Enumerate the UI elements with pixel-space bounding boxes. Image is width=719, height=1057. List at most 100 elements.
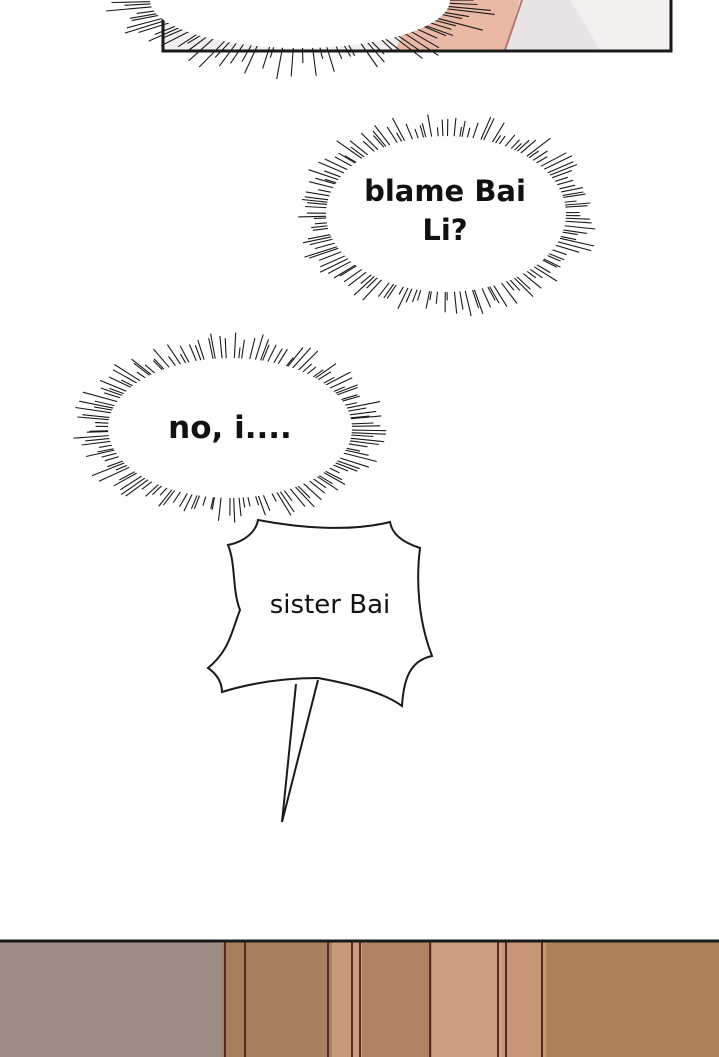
burst-line xyxy=(308,169,343,182)
top-panel xyxy=(106,0,673,80)
burst-line xyxy=(380,38,396,53)
burst-line xyxy=(345,439,379,446)
speech-bubble-tail xyxy=(281,679,319,823)
burst-line xyxy=(405,123,414,142)
burst-core-no xyxy=(108,358,352,498)
burst-line xyxy=(377,279,392,298)
burst-line xyxy=(313,363,337,380)
burst-line xyxy=(333,263,358,279)
burst-line xyxy=(552,239,592,252)
burst-line xyxy=(338,152,359,166)
burst-line xyxy=(520,270,542,289)
burst-line xyxy=(91,461,128,477)
burst-line xyxy=(124,3,155,6)
burst-line xyxy=(321,470,346,485)
burst-line xyxy=(284,347,304,370)
top-panel-border xyxy=(161,0,673,53)
burst-line xyxy=(292,483,315,508)
burst-line xyxy=(98,464,135,482)
burst-line xyxy=(435,289,439,304)
top-panel-figure-cloth xyxy=(505,0,600,50)
burst-line xyxy=(319,250,344,261)
burst-line xyxy=(492,283,508,307)
burst-line xyxy=(433,16,483,31)
burst-line xyxy=(257,493,266,516)
burst-line xyxy=(259,339,270,362)
burst-line xyxy=(325,43,335,72)
bubble-text-no: no, i.... xyxy=(168,410,292,446)
burst-line xyxy=(522,137,551,160)
burst-line xyxy=(344,447,361,452)
burst-bubble-blame xyxy=(298,114,596,317)
burst-line xyxy=(562,220,592,224)
burst-line xyxy=(124,19,168,34)
burst-line xyxy=(183,491,194,512)
burst-line xyxy=(262,45,271,69)
burst-line xyxy=(218,41,238,67)
burst-line xyxy=(362,275,386,301)
burst-line xyxy=(479,116,492,142)
burst-line xyxy=(241,42,254,62)
burst-line xyxy=(152,360,165,372)
burst-line xyxy=(254,334,264,362)
burst-line xyxy=(114,364,142,383)
burst-line xyxy=(458,289,464,310)
burst-line xyxy=(148,25,183,42)
bottom-panel-wood-6 xyxy=(546,941,719,1057)
burst-line xyxy=(318,45,324,60)
burst-line xyxy=(217,495,222,521)
burst-core-blame xyxy=(326,136,566,292)
burst-line xyxy=(391,34,423,59)
burst-line xyxy=(427,114,433,139)
burst-line xyxy=(120,474,144,491)
bottom-panel-wood-4 xyxy=(432,941,502,1057)
burst-line xyxy=(277,488,295,513)
burst-line xyxy=(275,489,292,516)
burst-line xyxy=(229,41,246,64)
burst-line xyxy=(487,283,500,304)
burst-bubble-no xyxy=(73,332,387,523)
burst-line xyxy=(346,429,387,432)
burst-line xyxy=(77,416,113,421)
burst-line xyxy=(403,32,439,56)
burst-line xyxy=(238,347,241,361)
burst-line xyxy=(111,0,158,4)
burst-lines-blame xyxy=(298,114,596,317)
burst-line xyxy=(314,474,339,491)
bottom-panel xyxy=(0,939,719,1057)
burst-line xyxy=(238,496,242,517)
burst-line xyxy=(364,39,385,63)
burst-line xyxy=(347,43,356,57)
bubble-text-sister: sister Bai xyxy=(269,590,391,620)
burst-line xyxy=(309,237,337,246)
burst-line xyxy=(374,124,394,150)
burst-line xyxy=(510,274,534,297)
burst-line xyxy=(349,140,370,157)
burst-line xyxy=(179,353,187,365)
bottom-panel-wood-1 xyxy=(222,941,332,1057)
bubble-text-blame: blame Bai Li? xyxy=(364,174,526,248)
burst-line xyxy=(233,332,237,361)
burst-line xyxy=(539,155,573,172)
burst-line xyxy=(439,7,495,15)
burst-line xyxy=(290,45,295,77)
burst-line xyxy=(79,400,120,410)
burst-line xyxy=(499,280,518,304)
burst-line xyxy=(261,344,270,363)
burst-line xyxy=(119,469,138,481)
bottom-panel-wood-2 xyxy=(332,941,362,1057)
burst-line xyxy=(306,478,326,494)
burst-line xyxy=(188,344,199,364)
burst-line xyxy=(244,44,259,74)
burst-line xyxy=(540,258,558,268)
burst-line xyxy=(106,5,157,12)
burst-line xyxy=(177,32,199,48)
top-panel-figure-line xyxy=(504,0,523,51)
burst-line xyxy=(359,41,378,68)
burst-line xyxy=(288,486,306,507)
burst-line xyxy=(301,481,322,501)
burst-line xyxy=(276,45,284,80)
burst-line xyxy=(154,24,179,36)
burst-line xyxy=(309,246,343,259)
